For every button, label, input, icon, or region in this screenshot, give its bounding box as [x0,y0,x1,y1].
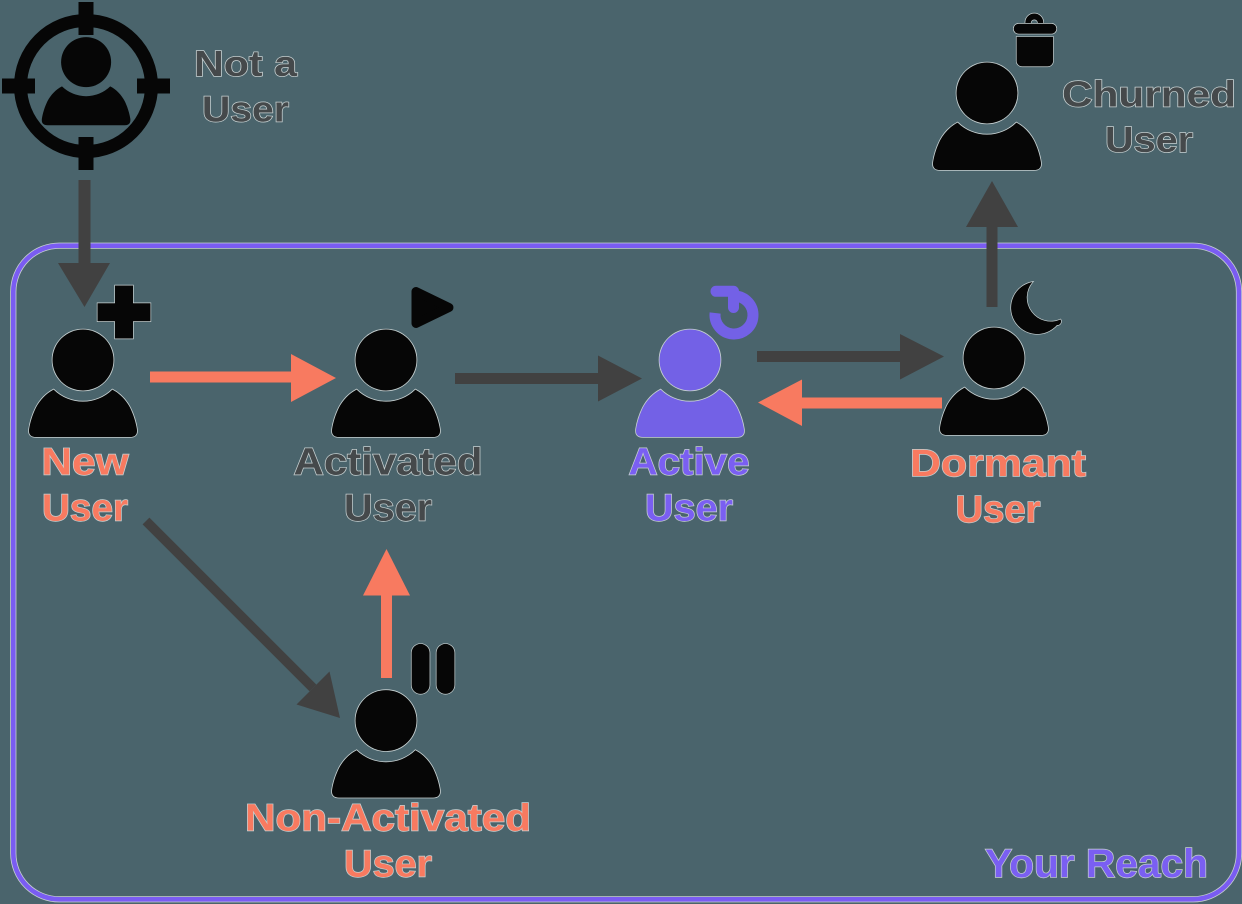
svg-text:User: User [344,488,432,530]
svg-text:Churned: Churned [1062,74,1236,115]
svg-text:User: User [1105,119,1193,160]
svg-text:User: User [645,488,733,530]
svg-text:Non-Activated: Non-Activated [245,798,531,840]
svg-text:New: New [42,442,129,484]
svg-text:Active: Active [629,442,750,484]
svg-text:Activated: Activated [294,442,483,484]
svg-text:User: User [344,844,432,886]
svg-text:Dormant: Dormant [910,443,1086,485]
svg-text:User: User [956,489,1041,531]
svg-text:Not a: Not a [194,43,298,84]
svg-text:Your Reach: Your Reach [985,842,1208,886]
svg-text:User: User [202,89,289,130]
svg-text:User: User [42,488,128,530]
